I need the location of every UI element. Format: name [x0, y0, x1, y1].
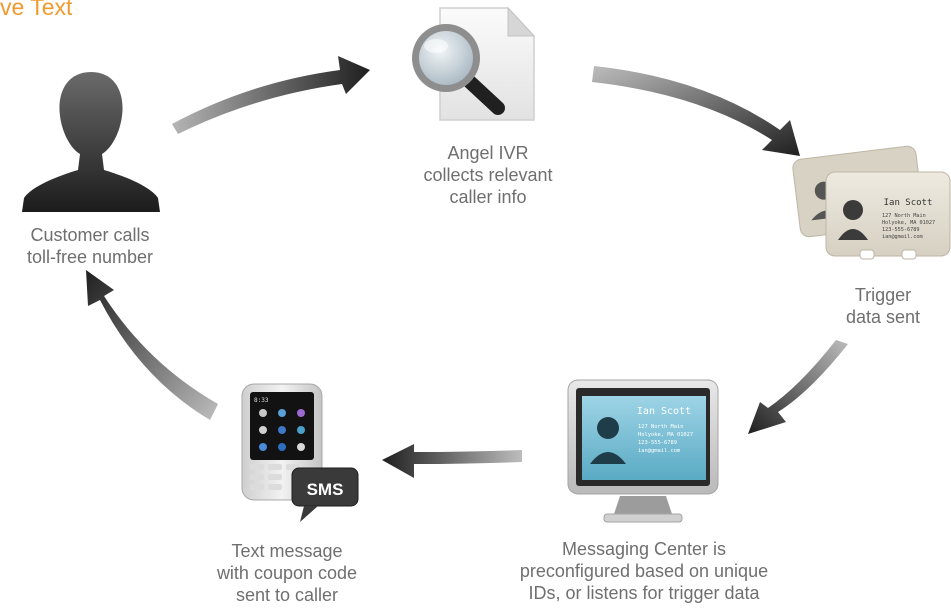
caption-line: Customer calls: [30, 225, 150, 245]
screen-phone: 123-555-6789: [638, 440, 677, 446]
caption-line: with coupon code: [216, 563, 358, 583]
phone-time: 8:33: [254, 397, 269, 404]
card-city: Holyoke, MA 01027: [882, 220, 935, 226]
contact-cards-icon: Ian Scott 127 North Main Holyoke, MA 010…: [792, 145, 951, 260]
caption-line: toll-free number: [26, 247, 154, 267]
caption-line: collects relevant: [423, 165, 553, 185]
caption-line: Text message: [231, 541, 343, 561]
caption-line: sent to caller: [235, 585, 339, 605]
person-silhouette-icon: [22, 72, 160, 212]
title-fragment: ve Text: [0, 0, 73, 20]
card-address: 127 North Main: [882, 213, 926, 219]
magnifier-document-icon: [412, 6, 536, 121]
card-name: Ian Scott: [884, 198, 933, 208]
card-phone: 123-555-6789: [882, 227, 919, 233]
arrow-trigger-to-messaging: [748, 340, 848, 434]
phone-app-grid: [259, 409, 305, 451]
screen-city: Holyoke, MA 01027: [638, 432, 693, 438]
caption-line: Trigger: [854, 285, 912, 305]
caption-line: IDs, or listens for trigger data: [528, 583, 760, 603]
caption-customer: Customer calls toll-free number: [2, 224, 178, 268]
screen-email: ian@gmail.com: [638, 448, 680, 454]
caption-messaging: Messaging Center is preconfigured based …: [494, 538, 794, 604]
arrow-text-to-customer: [86, 270, 218, 420]
screen-name: Ian Scott: [637, 406, 691, 417]
phone-sms-icon: 8:33 SMS: [241, 383, 359, 522]
arrow-ivr-to-trigger: [592, 66, 800, 156]
caption-line: data sent: [845, 307, 921, 327]
sms-badge: SMS: [307, 480, 344, 499]
monitor-contact-icon: Ian Scott 127 North Main Holyoke, MA 010…: [567, 379, 719, 523]
caption-line: preconfigured based on unique: [519, 561, 769, 581]
card-email: ian@gmail.com: [882, 234, 923, 240]
arrow-messaging-to-text: [382, 444, 522, 478]
arrow-customer-to-ivr: [172, 56, 370, 134]
caption-line: caller info: [449, 187, 527, 207]
caption-line: Angel IVR: [447, 143, 529, 163]
caption-text-message: Text message with coupon code sent to ca…: [194, 540, 380, 606]
caption-line: Messaging Center is: [561, 539, 727, 559]
caption-ivr: Angel IVR collects relevant caller info: [398, 142, 578, 208]
caption-trigger: Trigger data sent: [818, 284, 948, 328]
screen-address: 127 North Main: [638, 424, 683, 430]
